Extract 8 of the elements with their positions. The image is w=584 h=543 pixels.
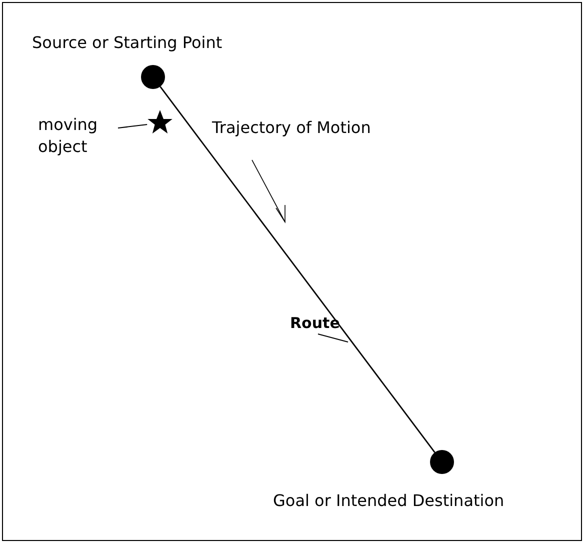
leader-line bbox=[318, 334, 348, 342]
leader-line bbox=[118, 124, 148, 128]
star-icon bbox=[147, 110, 173, 136]
callout-text: moving object bbox=[38, 114, 99, 158]
route-line bbox=[160, 86, 436, 453]
point-label: Source or Starting Point bbox=[32, 33, 222, 53]
point-label: Goal or Intended Destination bbox=[273, 491, 504, 511]
trajectory-label: Trajectory of Motion bbox=[212, 118, 371, 138]
